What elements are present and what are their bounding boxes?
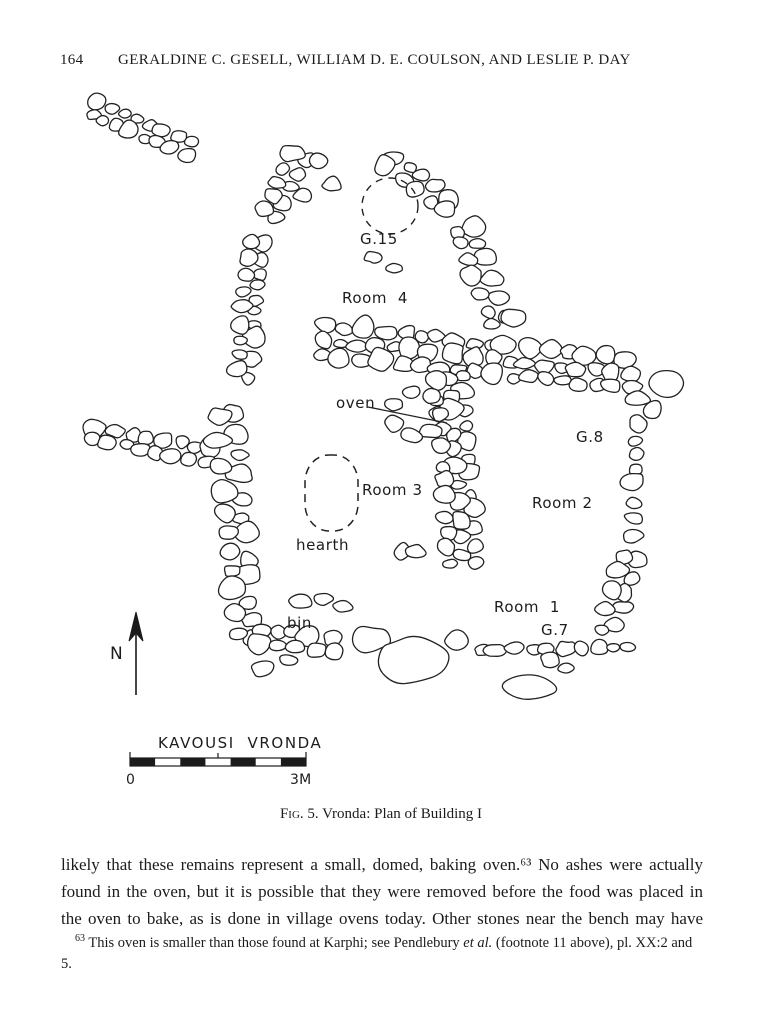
label-room1: Room 1 xyxy=(494,598,560,616)
site-plan xyxy=(82,92,685,767)
label-g8: G.8 xyxy=(576,428,604,446)
label-room4: Room 4 xyxy=(342,289,408,307)
footnote-marker: 63 xyxy=(75,933,85,945)
g15-dashed-circle xyxy=(361,177,419,235)
label-scale-end: 3M xyxy=(290,772,312,788)
label-site-name: KAVOUSI VRONDA xyxy=(158,734,323,752)
body-line: the oven to bake, as is done in village … xyxy=(61,909,703,928)
footnote-text: This oven is smaller than those found at… xyxy=(85,935,464,951)
running-header: GERALDINE C. GESELL, WILLIAM D. E. COULS… xyxy=(118,52,631,68)
page-number: 164 xyxy=(60,52,84,68)
label-north: N xyxy=(110,644,124,664)
body-paragraph: likely that these remains represent a sm… xyxy=(61,851,703,932)
label-g15: G.15 xyxy=(360,230,398,248)
scale-bar xyxy=(129,752,307,767)
figure-caption: Fig. 5. Vronda: Plan of Building I xyxy=(0,806,762,823)
footnote-text: (footnote 11 above), pl. XX:2 and 5. xyxy=(61,935,693,972)
caption-text: 5. Vronda: Plan of Building I xyxy=(303,806,483,822)
label-room3: Room 3 xyxy=(362,481,423,499)
label-oven: oven xyxy=(336,394,376,412)
footnote-italic: et al. xyxy=(463,935,493,951)
body-line: likely that these remains represent a sm… xyxy=(61,855,703,874)
hearth-outline xyxy=(304,454,359,532)
label-g7: G.7 xyxy=(541,621,569,639)
label-bin: bin xyxy=(287,614,312,632)
caption-prefix: Fig. xyxy=(279,806,304,822)
north-arrow xyxy=(128,611,144,695)
label-scale-zero: 0 xyxy=(126,772,136,788)
body-line: found in the oven, but it is possible th… xyxy=(61,882,703,901)
oven-leader-line xyxy=(367,406,448,424)
label-room2: Room 2 xyxy=(532,494,593,512)
stone-walls xyxy=(82,92,685,700)
footnote: 63 This oven is smaller than those found… xyxy=(61,933,703,975)
label-hearth: hearth xyxy=(296,536,350,554)
